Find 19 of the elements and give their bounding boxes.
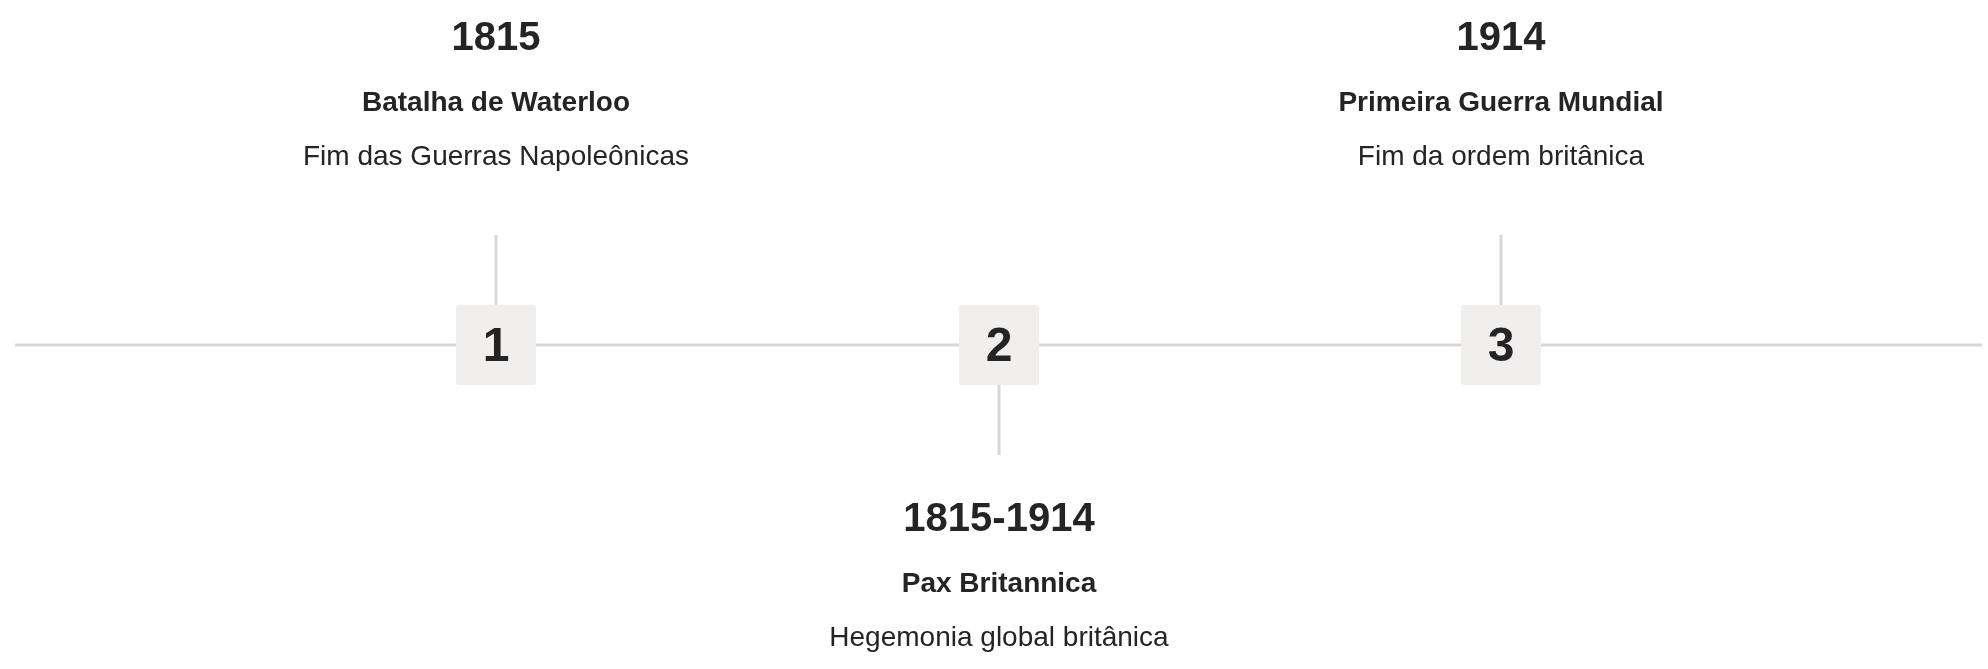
event-title: Pax Britannica xyxy=(901,567,1097,598)
year-label: 1815-1914 xyxy=(903,495,1095,539)
event-description: Fim das Guerras Napoleônicas xyxy=(303,140,689,171)
timeline-line xyxy=(15,343,456,347)
timeline-line xyxy=(1541,343,1982,347)
number-badge: 2 xyxy=(959,305,1039,385)
timeline-line xyxy=(536,343,959,347)
year-label: 1914 xyxy=(1456,14,1546,58)
event-description: Fim da ordem britânica xyxy=(1357,140,1645,171)
event-title: Primeira Guerra Mundial xyxy=(1338,86,1664,117)
year-label: 1815 xyxy=(451,14,541,58)
connector-line xyxy=(494,235,498,305)
timeline-line xyxy=(1039,343,1461,347)
number-badge: 3 xyxy=(1461,305,1541,385)
number-badge: 1 xyxy=(456,305,536,385)
event-description: Hegemonia global britânica xyxy=(829,621,1169,652)
connector-line xyxy=(997,385,1001,455)
event-title: Batalha de Waterloo xyxy=(361,86,631,117)
connector-line xyxy=(1499,235,1503,305)
